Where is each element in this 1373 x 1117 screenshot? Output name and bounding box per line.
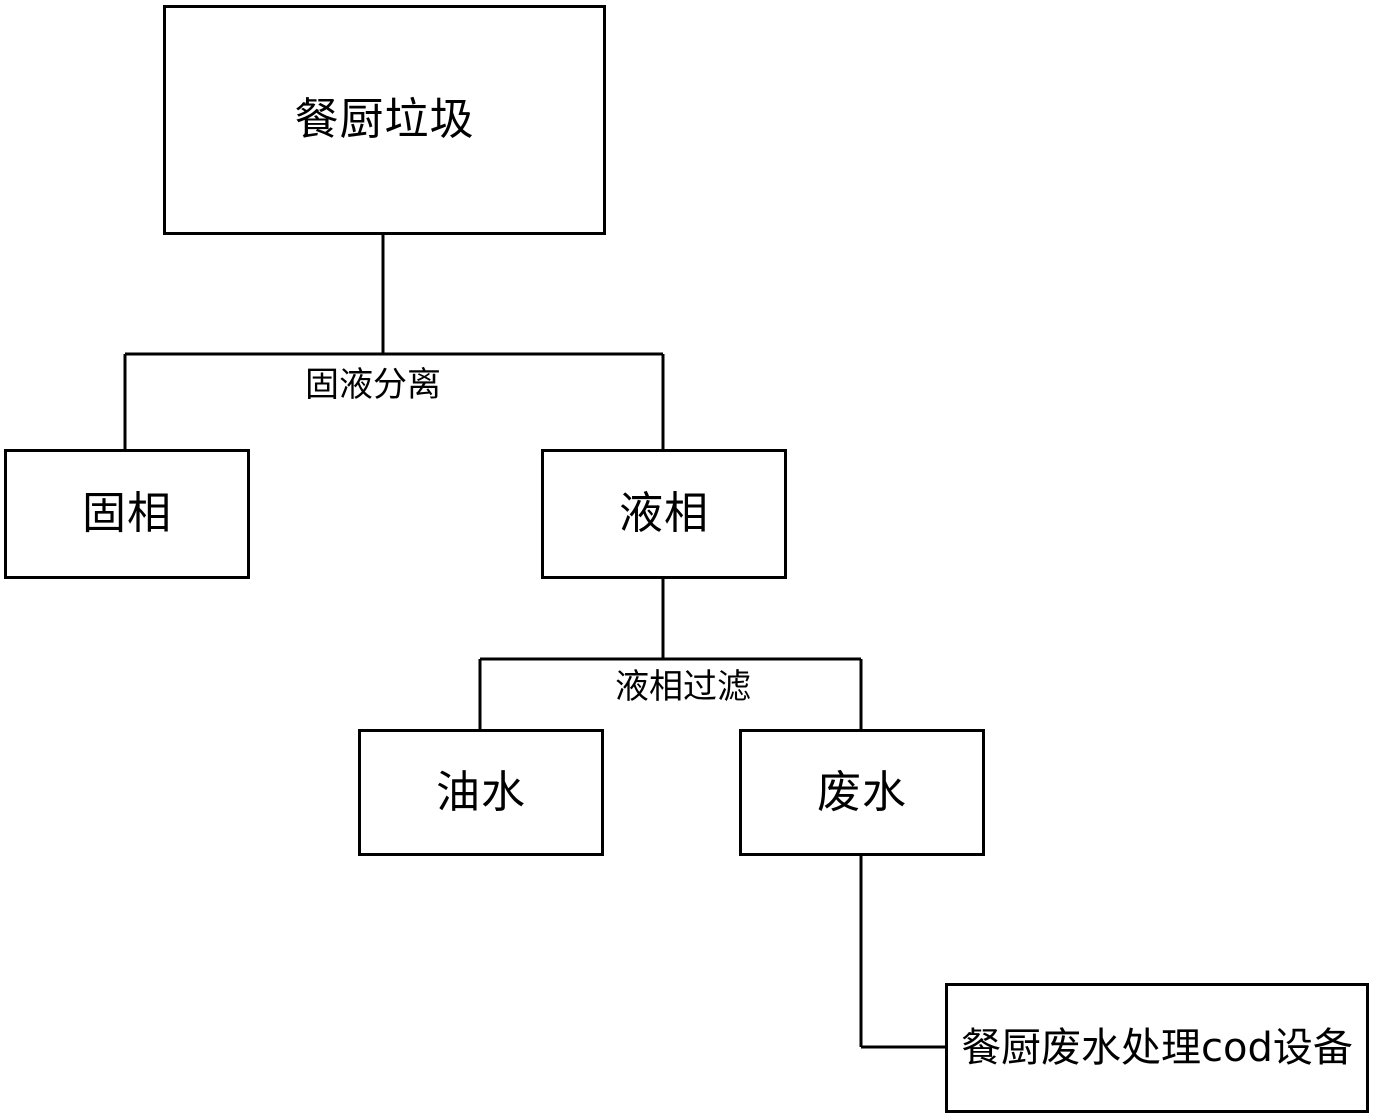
node-treatment-device: 餐厨废水处理cod设备 (945, 983, 1369, 1113)
node-oil-water: 油水 (358, 729, 604, 856)
node-oil-water-label: 油水 (436, 766, 526, 818)
node-food-waste: 餐厨垃圾 (163, 5, 606, 235)
node-liquid-phase-label: 液相 (619, 488, 709, 539)
node-solid-phase: 固相 (4, 449, 250, 579)
node-solid-phase-label: 固相 (82, 488, 172, 539)
node-food-waste-label: 餐厨垃圾 (294, 94, 475, 145)
node-waste-water-label: 废水 (817, 766, 907, 818)
node-liquid-phase: 液相 (541, 449, 787, 579)
node-treatment-device-label: 餐厨废水处理cod设备 (961, 1025, 1353, 1071)
edge-label-liquid-filtration: 液相过滤 (615, 667, 751, 707)
node-waste-water: 废水 (739, 729, 985, 856)
edge-label-solid-liquid-separation: 固液分离 (305, 365, 441, 405)
